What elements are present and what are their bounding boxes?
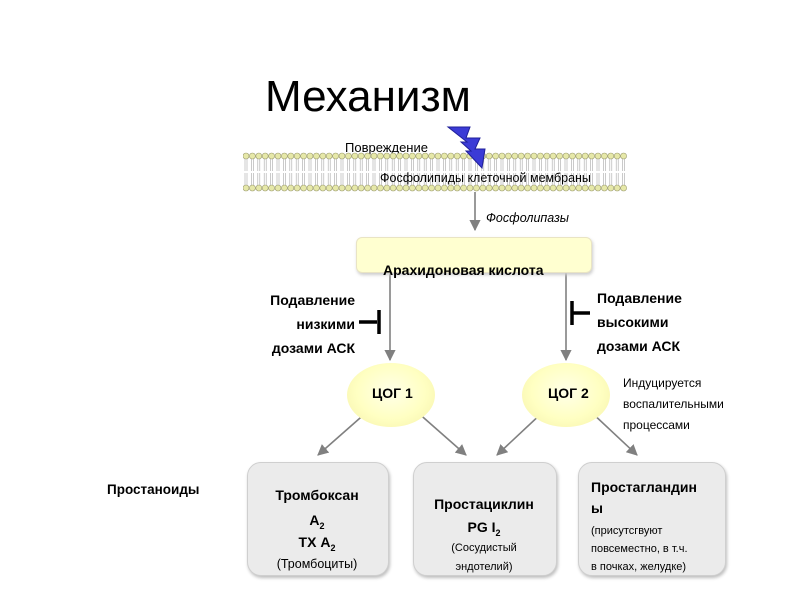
low-dose-line2: низкими bbox=[296, 316, 355, 332]
arachidonic-acid-box bbox=[356, 237, 592, 273]
thromboxane-a2-sub: 2 bbox=[319, 520, 325, 531]
low-dose-line3: дозами АСК bbox=[271, 340, 355, 356]
high-dose-line1: Подавление bbox=[597, 290, 682, 306]
prostacyclin-box bbox=[413, 462, 557, 576]
cox2-note-line3: процессами bbox=[623, 418, 690, 432]
thromboxane-txa2: ТХ А2 bbox=[247, 534, 387, 553]
damage-label: Повреждение bbox=[345, 140, 428, 155]
prostaglandins-name-line2: ы bbox=[591, 500, 603, 516]
prostacyclin-name: Простациклин bbox=[434, 496, 534, 512]
prostacyclin-pg-base: PG I bbox=[467, 519, 496, 535]
prostacyclin-note-line2: эндотелий) bbox=[455, 561, 513, 573]
arrow-cox1-to-thromboxane bbox=[317, 410, 369, 456]
prostacyclin-pgi2: PG I2 bbox=[413, 519, 555, 538]
prostaglandins-name-line1: Простагландин bbox=[591, 479, 697, 495]
membrane-label: Фосфолипиды клеточной мембраны bbox=[380, 171, 591, 185]
high-dose-inhibition-label: Подавление высокими дозами АСК bbox=[597, 286, 707, 358]
thromboxane-a2-base: А bbox=[309, 512, 320, 528]
prostaglandins-source: (присутсгвуют повсеместно, в т.ч. в почк… bbox=[591, 522, 721, 576]
cox1-node bbox=[347, 363, 435, 427]
cox2-label: ЦОГ 2 bbox=[548, 385, 589, 401]
arrow-cox2-to-prostaglandins bbox=[589, 410, 638, 456]
thromboxane-box bbox=[247, 462, 389, 576]
high-dose-line3: дозами АСК bbox=[597, 338, 681, 354]
low-dose-line1: Подавление bbox=[270, 292, 355, 308]
cox2-note-line1: Индуцируется bbox=[623, 376, 702, 390]
prostacyclin-pg-sub: 2 bbox=[495, 527, 501, 538]
thromboxane-txa2-base: ТХ А bbox=[298, 534, 331, 550]
cox2-induction-note: Индуцируется воспалительными процессами bbox=[623, 373, 724, 436]
arrow-cox1-to-prostacyclin bbox=[415, 410, 467, 456]
thromboxane-a2: А2 bbox=[247, 512, 387, 531]
lightning-bolt-icon bbox=[446, 126, 486, 169]
thromboxane-txa2-sub: 2 bbox=[330, 542, 336, 553]
prostaglandins-note-line3: в почках, желудке) bbox=[591, 561, 687, 573]
prostanoids-label: Простаноиды bbox=[107, 482, 200, 497]
prostaglandins-note-line2: повсеместно, в т.ч. bbox=[591, 543, 688, 555]
cox2-note-line2: воспалительными bbox=[623, 397, 724, 411]
prostaglandins-name: Простагландин ы bbox=[591, 477, 717, 519]
prostaglandins-note-line1: (присутсгвуют bbox=[591, 525, 663, 537]
cox1-label: ЦОГ 1 bbox=[372, 385, 413, 401]
thromboxane-name: Тромбоксан bbox=[275, 487, 359, 503]
cox2-node bbox=[522, 363, 610, 427]
prostacyclin-source: (Сосудистый эндотелий) bbox=[413, 539, 555, 577]
diagram-title: Механизм bbox=[265, 72, 471, 121]
phospholipase-label: Фосфолипазы bbox=[486, 211, 569, 225]
high-dose-line2: высокими bbox=[597, 314, 669, 330]
low-dose-inhibition-label: Подавление низкими дозами АСК bbox=[255, 288, 355, 360]
prostacyclin-note-line1: (Сосудистый bbox=[451, 542, 517, 554]
thromboxane-source: (Тромбоциты) bbox=[276, 557, 358, 571]
prostaglandins-box bbox=[578, 462, 726, 576]
arachidonic-acid-label: Арахидоновая кислота bbox=[383, 262, 544, 278]
cell-membrane bbox=[243, 152, 627, 192]
